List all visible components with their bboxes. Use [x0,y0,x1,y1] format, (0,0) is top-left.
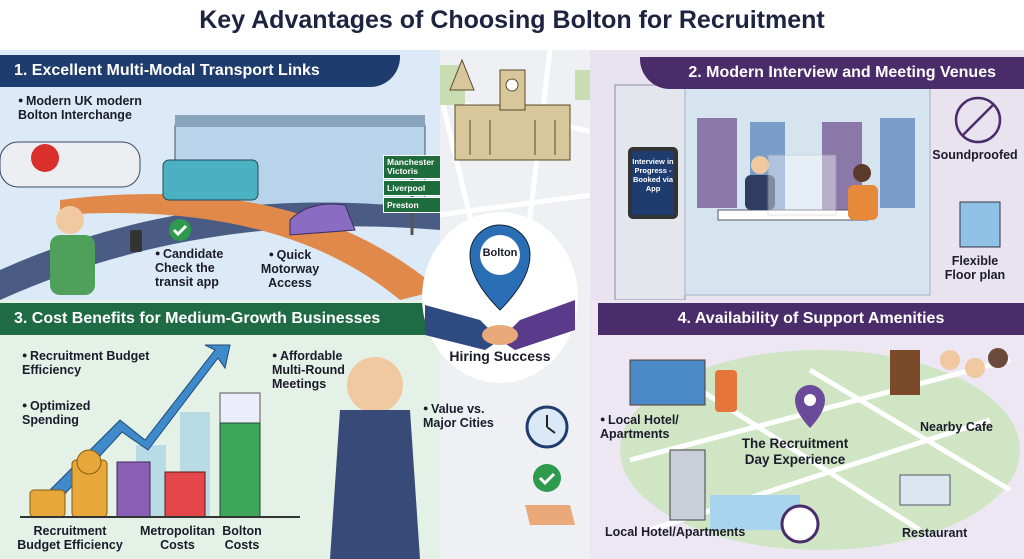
hub-illustration [425,224,575,350]
bullet-interchange: Modern UK modern Bolton Interchange [18,93,168,122]
center-hub: Bolton Hiring Success [425,215,575,380]
direction-signpost: Manchester Victoris Liverpool Preston [383,155,440,213]
bullet-affordable: Affordable Multi-Round Meetings [272,348,362,391]
sign-liverpool: Liverpool [383,180,440,196]
floor-plan-icon [959,201,1001,248]
handshake-icon [425,305,500,350]
restaurant-table-icon [899,474,951,506]
section-amenities: Local Hotel/ Apartments The Recruitment … [590,300,1024,559]
sign-manchester: Manchester Victoris [383,155,440,179]
suitcase-icon [715,370,737,412]
sign-preston: Preston [383,197,440,213]
axis-label-bolton: Bolton Costs [222,524,262,552]
bar-green [219,422,261,518]
side-icons [525,405,575,525]
section-costs: Recruitment Budget Efficiency Optimized … [0,300,440,559]
soundproofed-label: Soundproofed [932,148,1018,162]
recruitment-day-label: The Recruitment Day Experience [741,436,849,467]
booking-tablet: Interview in Progress - Booked via App [628,147,678,219]
section2-heading: 2. Modern Interview and Meeting Venues [640,57,1024,89]
bar-red [164,471,206,518]
people-icon [940,350,960,370]
pin-label: Bolton [482,247,518,259]
tablet-text: Interview in Progress - Booked via App [632,157,674,193]
page-title: Key Advantages of Choosing Bolton for Re… [199,6,825,34]
hotel-building-label: Local Hotel/Apartments [605,525,746,539]
hotel-bullet: Local Hotel/ Apartments [600,412,690,441]
transport-illustration [0,115,440,300]
national-rail-logo [31,144,59,172]
clock-icon [780,504,820,544]
bullet-candidate: Candidate Check the transit app [155,246,235,289]
bullet-value: Value vs. Major Cities [423,401,518,430]
town-hall-icon [449,58,571,161]
restaurant-label: Restaurant [902,526,968,540]
bullet-optimized: Optimized Spending [22,398,122,427]
bar-purple [116,461,151,518]
sound-muted-icon [954,96,1002,144]
hub-caption: Hiring Success [449,348,551,364]
section-venues: Interview in Progress - Booked via App S… [590,50,1024,300]
axis-label-metropolitan: Metropolitan Costs [140,524,215,552]
section1-heading: 1. Excellent Multi-Modal Transport Links [0,55,400,87]
check-icon [533,464,561,492]
handshake-icon [525,505,575,525]
axis-label-budget: Recruitment Budget Efficiency [17,524,123,552]
bed-icon [629,359,706,406]
bullet-motorway: Quick Motorway Access [255,247,325,290]
section-transport: Manchester Victoris Liverpool Preston Mo… [0,50,440,300]
amenities-map-illustration [620,348,1020,550]
section3-heading: 3. Cost Benefits for Medium-Growth Busin… [0,303,428,335]
cost-chart-illustration [20,344,420,559]
floor-plan-label: Flexible Floor plan [944,254,1006,282]
coffee-cup-icon [890,350,920,395]
cafe-label: Nearby Cafe [920,420,993,434]
section4-heading: 4. Availability of Support Amenities [598,303,1024,335]
hotel-building-icon [669,449,706,521]
location-pin-icon [795,385,825,428]
coin-stacks-icon [29,449,108,518]
bullet-budget: Recruitment Budget Efficiency [22,348,162,377]
